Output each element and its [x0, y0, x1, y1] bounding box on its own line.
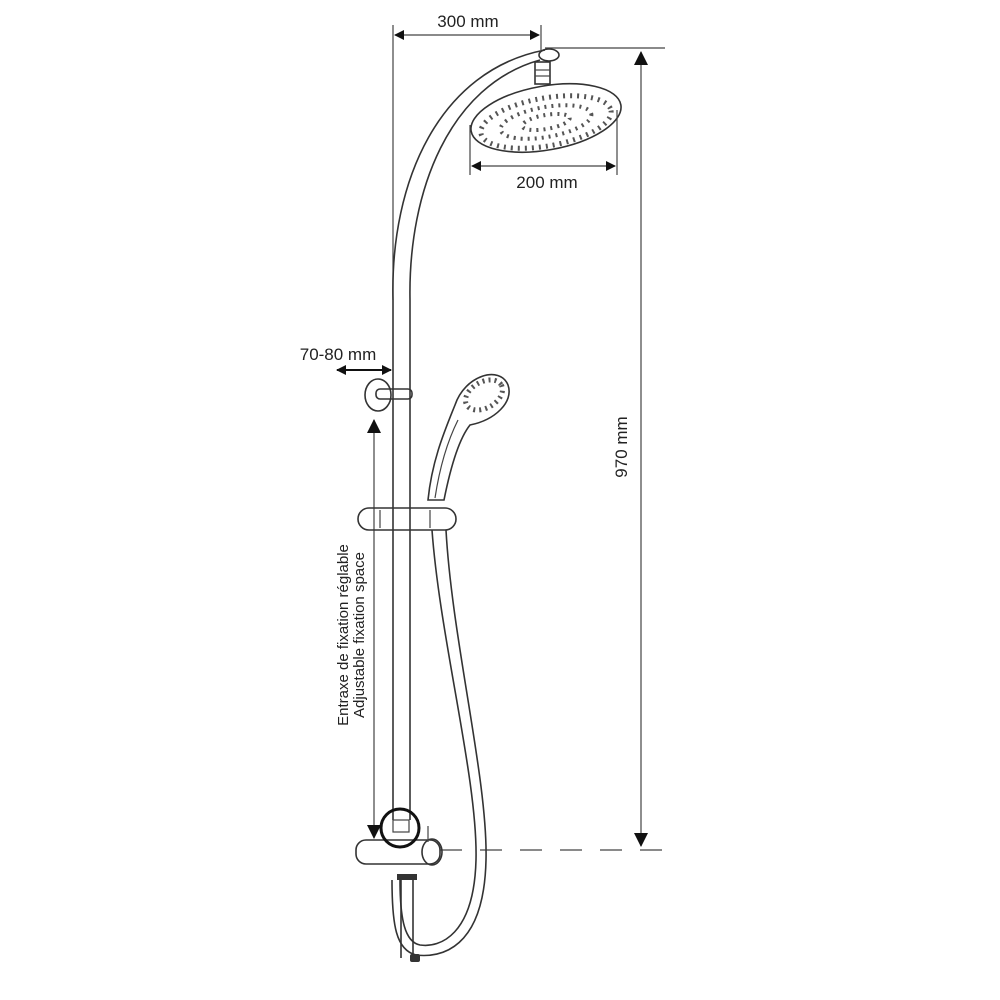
head-diameter-label: 200 mm [516, 173, 577, 192]
hand-shower [427, 373, 510, 501]
fixation-label-en: Adjustable fixation space [351, 552, 368, 718]
dimension-wall-offset: 70-80 mm [300, 345, 392, 375]
dimension-arm-reach: 300 mm [392, 12, 542, 300]
wall-bracket [364, 378, 413, 412]
rain-shower-head [470, 83, 622, 153]
dimension-total-height: 970 mm [612, 51, 648, 847]
shower-hose [391, 529, 487, 957]
total-height-label: 970 mm [612, 416, 631, 477]
dimension-head-diameter: 200 mm [469, 110, 618, 192]
slider-holder [357, 507, 457, 531]
thermostatic-mixer [355, 807, 443, 962]
dimension-fixation-space: Entraxe de fixation réglable Adjustable … [335, 419, 381, 839]
arm-reach-label: 300 mm [437, 12, 498, 31]
wall-offset-label: 70-80 mm [300, 345, 377, 364]
shower-rail [392, 300, 411, 820]
connection-highlight-circle [379, 807, 421, 849]
fixation-label-fr: Entraxe de fixation réglable [335, 544, 352, 726]
shower-arm [392, 48, 560, 301]
